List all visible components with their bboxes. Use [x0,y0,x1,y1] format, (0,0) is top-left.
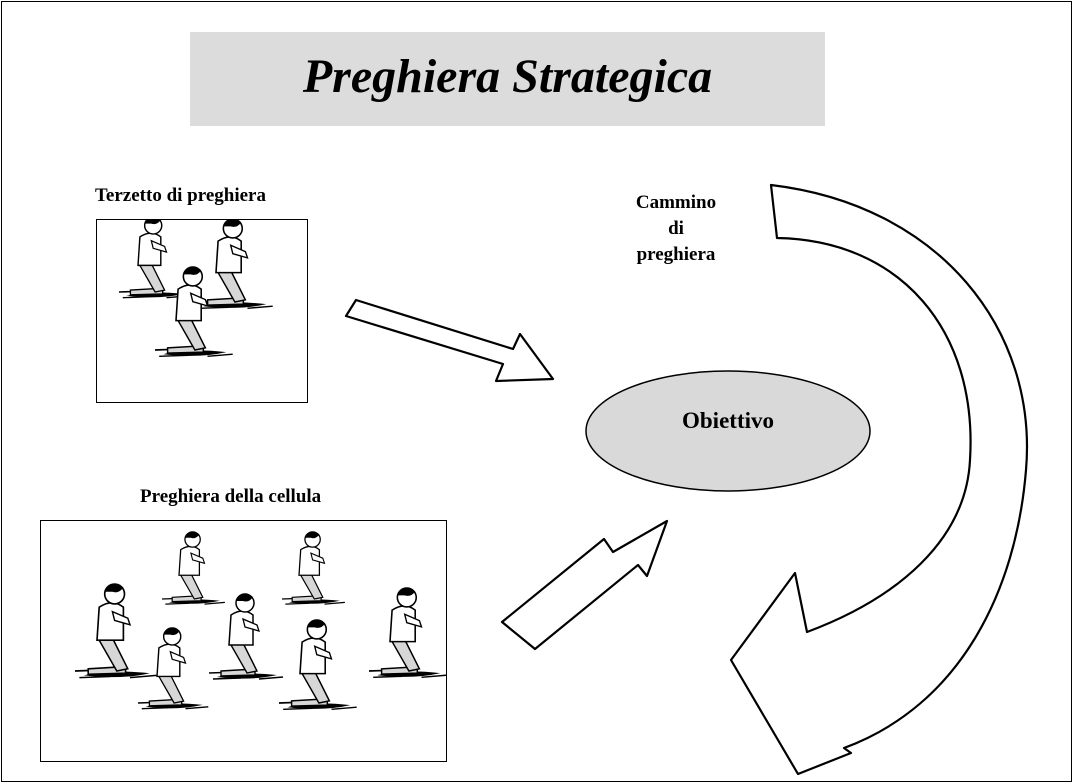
cammino-line-1: Cammino [635,192,717,213]
cellula-arrow [500,519,669,651]
cammino-line-3: preghiera [636,244,716,265]
cammino-label: Cammino di preghiera [612,190,740,268]
cammino-curved-arrow [729,183,1029,776]
goal-ellipse [585,370,871,492]
cammino-line-2: di [668,218,684,239]
goal-label: Obiettivo [682,408,774,433]
page-title: Preghiera Strategica [302,49,713,103]
cellula-label: Preghiera della cellula [140,486,322,507]
terzetto-picture [96,215,308,403]
terzetto-label: Terzetto di preghiera [95,185,266,206]
title-banner: Preghiera Strategica [190,32,825,126]
cellula-picture [40,520,448,762]
terzetto-arrow [344,298,555,383]
